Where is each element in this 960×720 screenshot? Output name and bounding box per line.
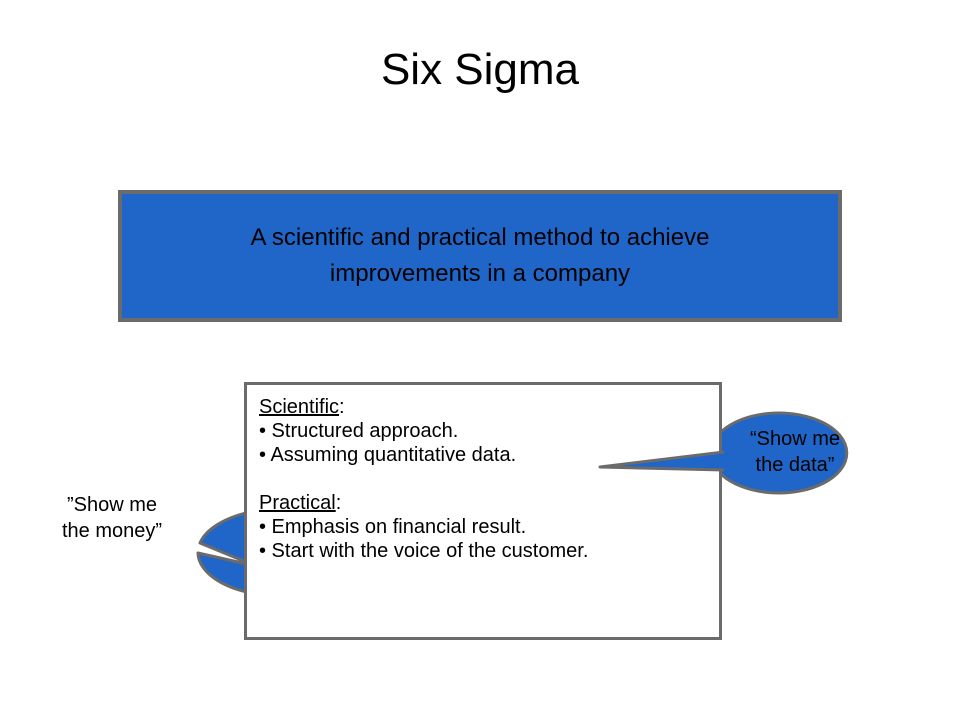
definition-text: A scientific and practical method to ach… [251,220,710,292]
details-box: Scientific: • Structured approach. • Ass… [244,382,722,640]
practical-item: • Emphasis on financial result. [259,516,527,538]
practical-heading: Practical: [259,492,342,514]
section-spacer [259,467,719,491]
slide-title: Six Sigma [380,45,580,94]
scientific-item: • Assuming quantitative data. [259,444,517,466]
show-me-the-money-text: ”Show me the money” [61,494,163,542]
scientific-item: • Structured approach. [259,420,459,442]
scientific-heading: Scientific: [259,396,345,418]
definition-line-1: A scientific and practical method to ach… [250,224,710,251]
practical-item: • Start with the voice of the customer. [259,540,589,562]
definition-line-2: improvements in a company [329,260,631,287]
show-me-the-data-text: “Show me the data” [749,428,841,476]
definition-box: A scientific and practical method to ach… [118,190,842,322]
